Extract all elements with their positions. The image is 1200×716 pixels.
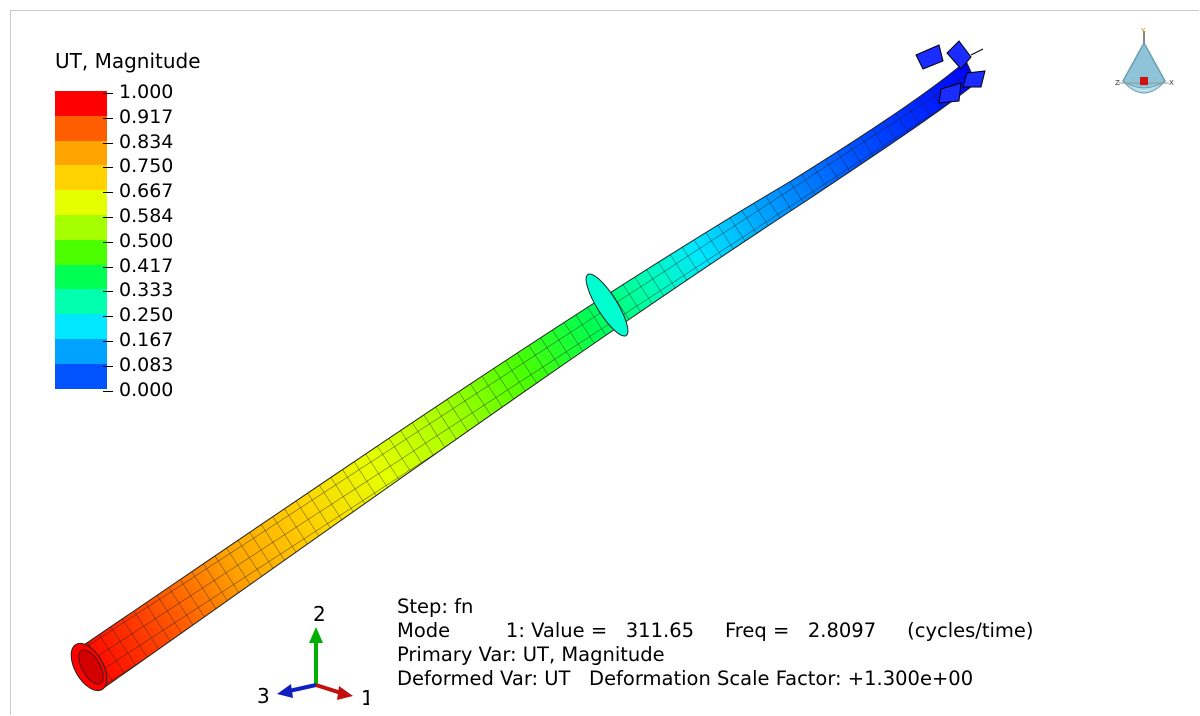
- legend-swatch: [55, 289, 107, 315]
- legend-label: 0.417: [102, 256, 173, 276]
- legend-swatch: [55, 190, 107, 215]
- view-z-label: Z: [1115, 79, 1120, 87]
- view-x-label: X: [1169, 79, 1174, 87]
- legend-swatch: [55, 165, 107, 191]
- mode-text: Mode 1: Value = 311.65 Freq = 2.8097 (cy…: [397, 619, 1034, 642]
- legend-swatch: [55, 214, 107, 240]
- legend-swatch: [55, 91, 107, 116]
- legend-label: 0.584: [102, 207, 173, 226]
- legend-swatch: [55, 140, 107, 166]
- legend-label: 0.500: [102, 231, 173, 251]
- legend-label: 0.333: [102, 281, 173, 300]
- triad-axis-2-label: 2: [313, 602, 326, 626]
- deformed-var-text: Deformed Var: UT Deformation Scale Facto…: [397, 667, 974, 690]
- legend-label: 0.000: [102, 380, 173, 400]
- legend-swatch: [55, 314, 107, 339]
- triad-axis-3-label: 3: [257, 684, 270, 708]
- color-legend-bar: [55, 91, 107, 389]
- legend-swatch: [55, 363, 107, 389]
- view-y-label: Y: [1140, 27, 1146, 35]
- legend-label: 0.167: [102, 331, 173, 350]
- coordinate-triad: 2 3 1: [257, 602, 369, 709]
- viewport[interactable]: UT, Magnitude 1.000 0.917 0.834 0.750 0.667 0…: [10, 10, 1199, 715]
- legend-label: 1.000: [102, 83, 173, 102]
- legend-swatch: [55, 338, 107, 364]
- legend-label: 0.250: [102, 306, 173, 325]
- triad-z-arrow-icon: [277, 684, 293, 698]
- legend-swatch: [55, 115, 107, 141]
- triad-axis-1-label: 1: [361, 686, 369, 709]
- view-triad-icon[interactable]: Y Z X: [1109, 25, 1179, 105]
- legend-title: UT, Magnitude: [55, 49, 201, 73]
- legend-label: 0.917: [102, 107, 173, 127]
- legend-label: 0.083: [102, 355, 173, 375]
- legend-swatch: [55, 264, 107, 290]
- legend-swatch: [55, 239, 107, 265]
- deformed-model[interactable]: [11, 11, 1199, 715]
- triad-x-arrow-icon: [337, 686, 353, 700]
- legend-label: 0.750: [102, 157, 173, 176]
- triad-y-arrow-icon: [309, 627, 323, 643]
- legend-label: 0.834: [102, 132, 173, 152]
- primary-var-text: Primary Var: UT, Magnitude: [397, 643, 665, 666]
- step-text: Step: fn: [397, 595, 474, 618]
- legend-label: 0.667: [102, 182, 173, 201]
